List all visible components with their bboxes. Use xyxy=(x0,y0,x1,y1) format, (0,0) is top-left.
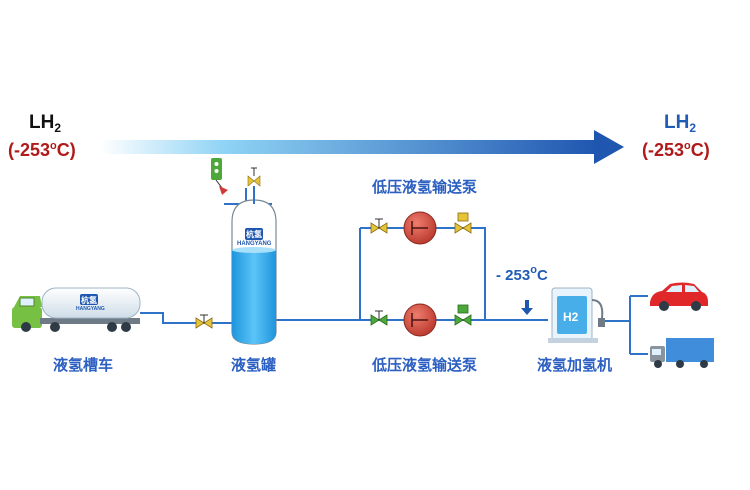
bottom-pump-icon xyxy=(403,303,437,337)
truck-caption: 液氢槽车 xyxy=(53,357,114,374)
pipe-temp-degree: o xyxy=(530,264,537,276)
truck-logo-text: 杭氢 xyxy=(81,296,97,305)
bottom-pump-outlet-valve-icon xyxy=(454,304,472,326)
storage-tank xyxy=(231,199,277,345)
flow-arrow xyxy=(100,130,624,164)
truck-outlet-valve-icon xyxy=(195,314,213,329)
top-pump-outlet-valve-icon xyxy=(454,212,472,234)
left-temp-label: (-253oC) xyxy=(8,140,76,161)
right-lh2-sub: 2 xyxy=(689,121,697,135)
top-pump-inlet-valve-icon xyxy=(370,218,388,234)
top-pump-icon xyxy=(403,211,437,245)
left-temp-degree: o xyxy=(50,140,57,152)
dispenser xyxy=(548,287,605,343)
flow-down-arrow-icon xyxy=(521,300,533,315)
dispenser-caption: 液氢加氢机 xyxy=(537,357,613,374)
left-temp-value: (-253 xyxy=(8,140,51,160)
pipe-temp-value: - 253 xyxy=(496,267,531,284)
left-lh2-sub: 2 xyxy=(54,121,62,135)
pipe-temp-unit: C xyxy=(536,267,548,284)
right-temp-degree: o xyxy=(684,140,691,152)
right-temp-unit: C) xyxy=(690,140,710,160)
pump-bottom-caption: 低压液氢输送泵 xyxy=(372,357,478,374)
pump-top-caption: 低压液氢输送泵 xyxy=(372,179,478,196)
dispenser-h2-text: H2 xyxy=(563,310,579,324)
right-lh2-label: LH2 xyxy=(664,112,696,135)
truck-logo-icon xyxy=(80,294,98,305)
right-lh2-main: LH xyxy=(664,112,690,133)
bottom-pump-inlet-valve-icon xyxy=(370,310,388,326)
truck-icon xyxy=(650,338,714,368)
pipe-temp-label: - 253oC xyxy=(496,264,548,284)
truck-brand-text: HANGYANG xyxy=(76,306,105,312)
right-temp-label: (-253oC) xyxy=(642,140,710,161)
tank-logo-icon xyxy=(245,228,263,240)
tank-relief-valves xyxy=(211,158,261,204)
left-temp-unit: C) xyxy=(56,140,76,160)
left-lh2-label: LH2 xyxy=(29,112,61,135)
left-lh2-main: LH xyxy=(29,112,55,133)
car-icon xyxy=(650,282,708,311)
tank-brand-text: HANGYANG xyxy=(237,241,272,247)
right-temp-value: (-253 xyxy=(642,140,685,160)
tank-logo-text: 杭氢 xyxy=(246,230,262,239)
tanker-truck xyxy=(12,287,141,332)
tank-caption: 液氢罐 xyxy=(231,357,277,374)
